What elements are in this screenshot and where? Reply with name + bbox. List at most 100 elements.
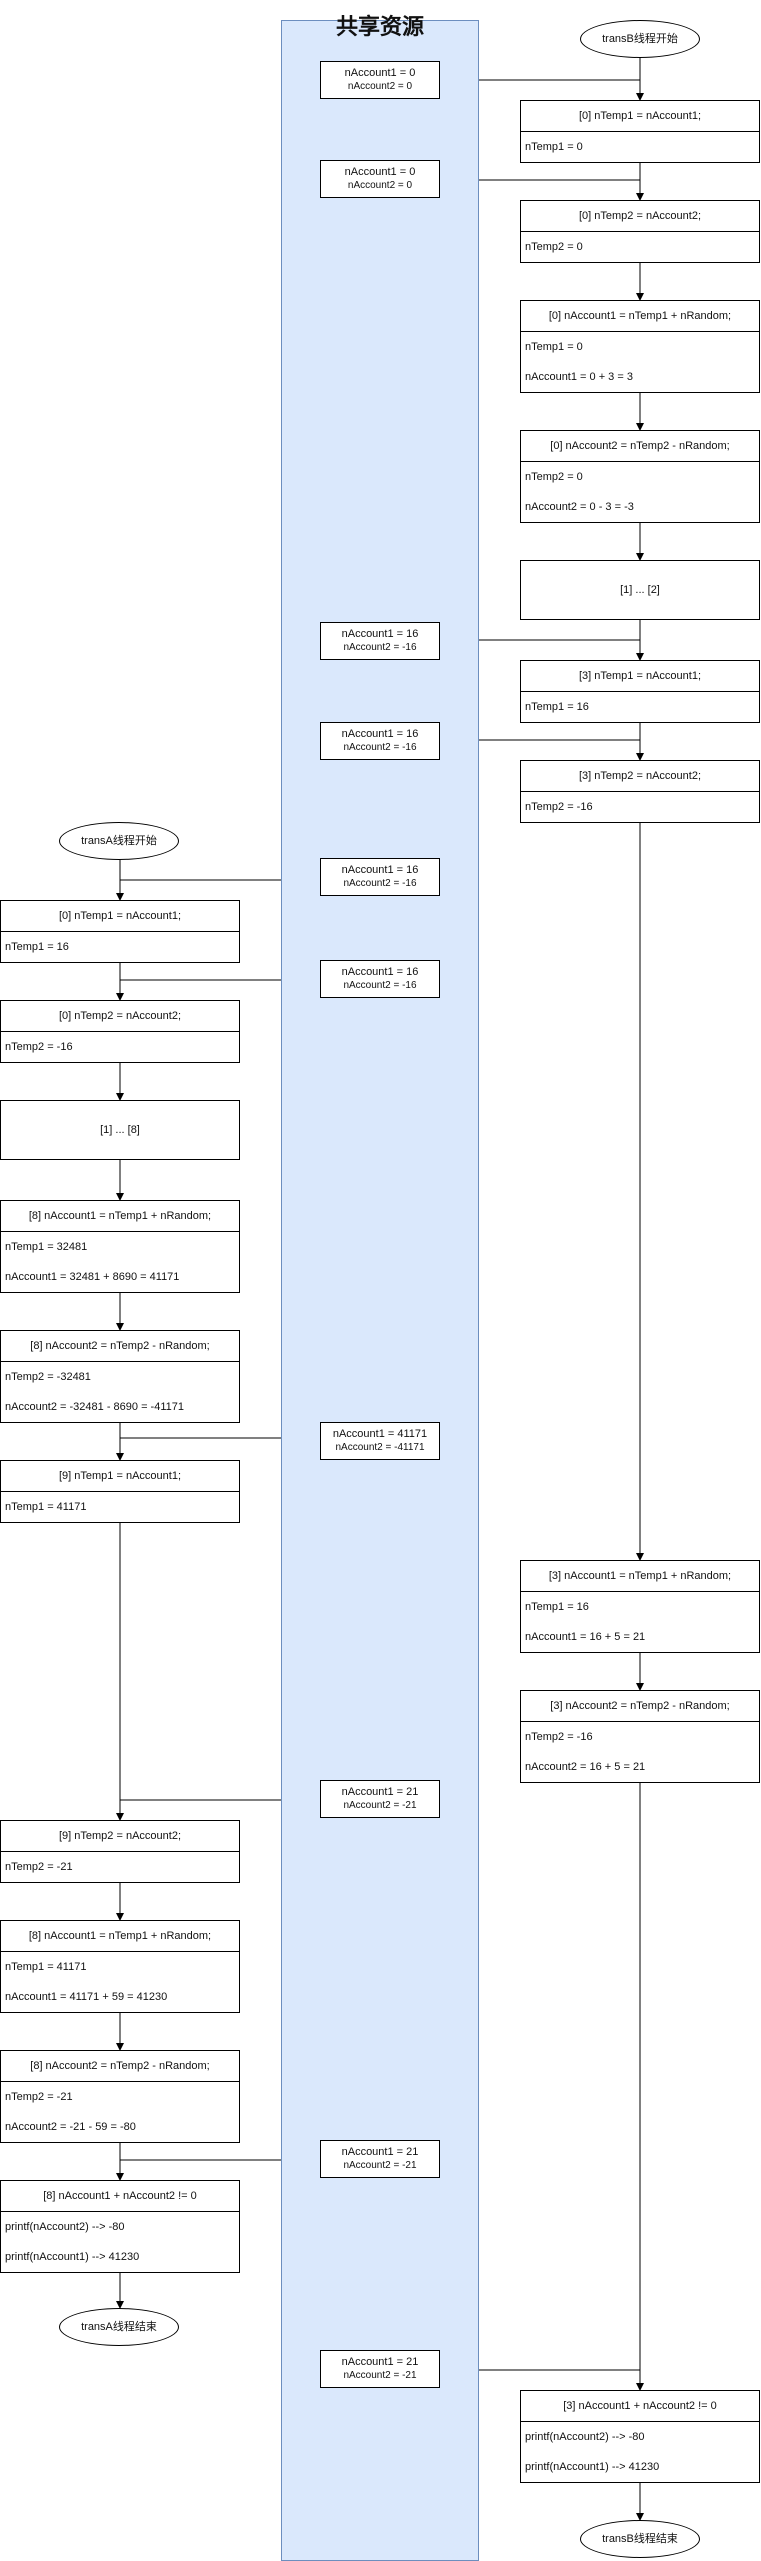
- naccount2-value: nAccount2 = -21: [343, 2370, 417, 2381]
- b-step-8: [3] nAccount2 = nTemp2 - nRandom;nTemp2 …: [520, 1690, 760, 1783]
- naccount2-value: nAccount2 = -16: [343, 878, 417, 889]
- b-step-2: [0] nAccount1 = nTemp1 + nRandom; nTemp1 …: [520, 300, 760, 393]
- a-step-9: [8] nAccount1 + nAccount2 != 0 printf(nAc…: [0, 2180, 240, 2273]
- b-step-line: nTemp2 = 0: [525, 241, 583, 253]
- a-step-header: [0] nTemp2 = nAccount2;: [1, 1001, 239, 1032]
- a-step-line: nTemp1 = 16: [5, 941, 69, 953]
- naccount1-value: nAccount1 = 0: [344, 166, 416, 178]
- a-step-1: [0] nTemp2 = nAccount2; nTemp2 = -16: [0, 1000, 240, 1063]
- shared-state-box: nAccount1 = 16 nAccount2 = -16: [320, 622, 440, 660]
- b-step-line: printf(nAccount1) --> 41230: [525, 2461, 660, 2473]
- a-step-5: [9] nTemp1 = nAccount1; nTemp1 = 41171: [0, 1460, 240, 1523]
- b-step-7: [3] nAccount1 = nTemp1 + nRandom; nTemp1 …: [520, 1560, 760, 1653]
- a-step-line: nAccount1 = 41171 + 59 = 41230: [5, 1991, 168, 2003]
- shared-state-box: nAccount1 = 0 nAccount2 = 0: [320, 160, 440, 198]
- a-step-header: [9] nTemp1 = nAccount1;: [1, 1461, 239, 1492]
- a-step-line: nTemp2 = -21: [5, 1861, 73, 1873]
- b-step-line: nAccount1 = 16 + 5 = 21: [525, 1631, 646, 1643]
- b-step-line: nTemp1 = 16: [525, 1601, 589, 1613]
- transb-start-node: transB线程开始: [580, 20, 700, 58]
- shared-state-box: nAccount1 = 21 nAccount2 = -21: [320, 2140, 440, 2178]
- a-step-line: nTemp1 = 41171: [5, 1501, 87, 1513]
- naccount2-value: nAccount2 = -16: [343, 980, 417, 991]
- b-step-line: nAccount2 = 16 + 5 = 21: [525, 1761, 646, 1773]
- a-step-header: [9] nTemp2 = nAccount2;: [1, 1821, 239, 1852]
- b-step-header: [3] nTemp2 = nAccount2;: [521, 761, 759, 792]
- transa-end-node: transA线程结束: [59, 2308, 179, 2346]
- b-step-line: nTemp2 = -16: [525, 801, 593, 813]
- b-step-header: [3] nAccount1 = nTemp1 + nRandom;: [521, 1561, 759, 1592]
- naccount2-value: nAccount2 = 0: [347, 81, 413, 92]
- a-step-8: [8] nAccount2 = nTemp2 - nRandom; nTemp2 …: [0, 2050, 240, 2143]
- b-step-header: [0] nAccount2 = nTemp2 - nRandom;: [521, 431, 759, 462]
- transa-start-node: transA线程开始: [59, 822, 179, 860]
- a-step-4: [8] nAccount2 = nTemp2 - nRandom; nTemp2 …: [0, 1330, 240, 1423]
- a-step-line: nTemp2 = -32481: [5, 1371, 91, 1383]
- naccount1-value: nAccount1 = 16: [341, 628, 419, 640]
- naccount1-value: nAccount1 = 21: [341, 2146, 419, 2158]
- shared-state-box: nAccount1 = 0 nAccount2 = 0: [320, 61, 440, 99]
- transb-end-node: transB线程结束: [580, 2520, 700, 2558]
- shared-state-box: nAccount1 = 16 nAccount2 = -16: [320, 960, 440, 998]
- naccount1-value: nAccount1 = 21: [341, 1786, 419, 1798]
- a-step-header: [8] nAccount2 = nTemp2 - nRandom;: [1, 1331, 239, 1362]
- a-step-line: nAccount2 = -32481 - 8690 = -41171: [5, 1401, 184, 1413]
- naccount1-value: nAccount1 = 16: [341, 728, 419, 740]
- a-step-header: [8] nAccount2 = nTemp2 - nRandom;: [1, 2051, 239, 2082]
- a-step-label: [1] ... [8]: [100, 1124, 140, 1136]
- b-step-header: [0] nTemp2 = nAccount2;: [521, 201, 759, 232]
- b-step-1: [0] nTemp2 = nAccount2; nTemp2 = 0: [520, 200, 760, 263]
- lane-title: 共享资源: [335, 15, 424, 40]
- a-step-line: nAccount1 = 32481 + 8690 = 41171: [5, 1271, 180, 1283]
- naccount2-value: nAccount2 = -41171: [335, 1442, 425, 1453]
- shared-state-box: nAccount1 = 21 nAccount2 = -21: [320, 1780, 440, 1818]
- naccount2-value: nAccount2 = -16: [343, 642, 417, 653]
- b-step-0: [0] nTemp1 = nAccount1; nTemp1 = 0: [520, 100, 760, 163]
- naccount2-value: nAccount2 = -21: [343, 2160, 417, 2171]
- b-step-line: nTemp1 = 0: [525, 341, 583, 353]
- b-step-line: printf(nAccount2) --> -80: [525, 2431, 645, 2443]
- shared-state-box: nAccount1 = 21 nAccount2 = -21: [320, 2350, 440, 2388]
- b-step-header: [3] nAccount1 + nAccount2 != 0: [521, 2391, 759, 2422]
- b-step-line: nTemp2 = -16: [525, 1731, 593, 1743]
- b-step-line: nAccount1 = 0 + 3 = 3: [525, 371, 633, 383]
- naccount2-value: nAccount2 = 0: [347, 180, 413, 191]
- naccount2-value: nAccount2 = -21: [343, 1800, 417, 1811]
- a-step-0: [0] nTemp1 = nAccount1; nTemp1 = 16: [0, 900, 240, 963]
- naccount1-value: nAccount1 = 0: [344, 67, 416, 79]
- b-step-header: [3] nTemp1 = nAccount1;: [521, 661, 759, 692]
- b-step-header: [0] nAccount1 = nTemp1 + nRandom;: [521, 301, 759, 332]
- b-step-4: [1] ... [2]: [520, 560, 760, 620]
- a-step-line: printf(nAccount2) --> -80: [5, 2221, 125, 2233]
- shared-state-box: nAccount1 = 41171 nAccount2 = -41171: [320, 1422, 440, 1460]
- b-step-label: [1] ... [2]: [620, 584, 660, 596]
- a-step-3: [8] nAccount1 = nTemp1 + nRandom; nTemp1 …: [0, 1200, 240, 1293]
- a-step-line: nTemp1 = 41171: [5, 1961, 87, 1973]
- a-step-header: [0] nTemp1 = nAccount1;: [1, 901, 239, 932]
- b-step-line: nTemp1 = 16: [525, 701, 589, 713]
- naccount2-value: nAccount2 = -16: [343, 742, 417, 753]
- a-step-line: nAccount2 = -21 - 59 = -80: [5, 2121, 136, 2133]
- b-step-9: [3] nAccount1 + nAccount2 != 0 printf(nAc…: [520, 2390, 760, 2483]
- b-step-header: [0] nTemp1 = nAccount1;: [521, 101, 759, 132]
- naccount1-value: nAccount1 = 21: [341, 2356, 419, 2368]
- a-step-line: nTemp2 = -21: [5, 2091, 73, 2103]
- a-step-line: nTemp1 = 32481: [5, 1241, 88, 1253]
- a-step-header: [8] nAccount1 = nTemp1 + nRandom;: [1, 1921, 239, 1952]
- b-step-line: nTemp1 = 0: [525, 141, 583, 153]
- a-step-header: [8] nAccount1 = nTemp1 + nRandom;: [1, 1201, 239, 1232]
- b-step-6: [3] nTemp2 = nAccount2; nTemp2 = -16: [520, 760, 760, 823]
- b-step-5: [3] nTemp1 = nAccount1; nTemp1 = 16: [520, 660, 760, 723]
- a-step-line: printf(nAccount1) --> 41230: [5, 2251, 140, 2263]
- a-step-header: [8] nAccount1 + nAccount2 != 0: [1, 2181, 239, 2212]
- a-step-line: nTemp2 = -16: [5, 1041, 73, 1053]
- shared-state-box: nAccount1 = 16 nAccount2 = -16: [320, 858, 440, 896]
- shared-state-box: nAccount1 = 16 nAccount2 = -16: [320, 722, 440, 760]
- b-step-3: [0] nAccount2 = nTemp2 - nRandom; nTemp2 …: [520, 430, 760, 523]
- naccount1-value: nAccount1 = 16: [341, 966, 419, 978]
- naccount1-value: nAccount1 = 16: [341, 864, 419, 876]
- a-step-7: [8] nAccount1 = nTemp1 + nRandom; nTemp1 …: [0, 1920, 240, 2013]
- b-step-line: nAccount2 = 0 - 3 = -3: [525, 501, 634, 513]
- b-step-line: nTemp2 = 0: [525, 471, 583, 483]
- naccount1-value: nAccount1 = 41171: [332, 1428, 428, 1440]
